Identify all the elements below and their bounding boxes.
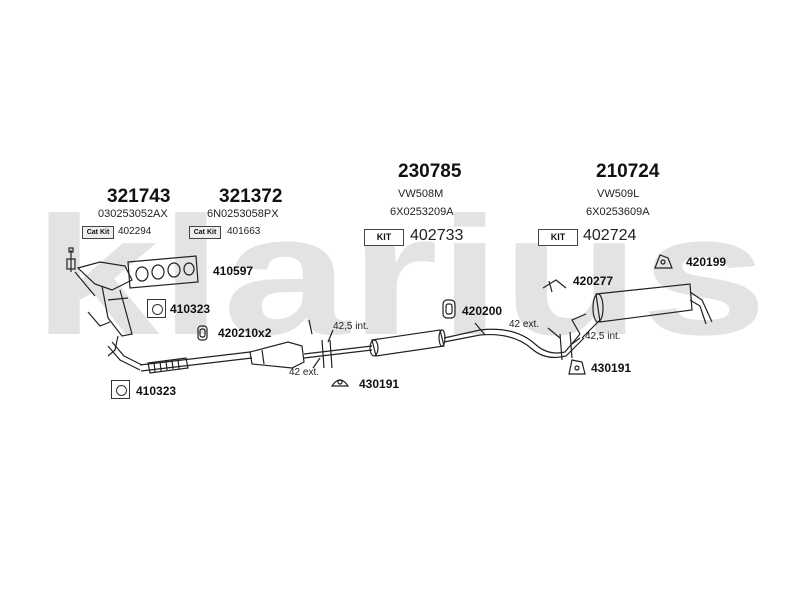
- manifold-gasket-icon: [127, 255, 199, 289]
- part-code-230785: 6X0253209A: [390, 206, 454, 218]
- catkit-number-401663: 401663: [227, 226, 261, 237]
- part-label-410323-upper: 410323: [170, 302, 211, 316]
- oxygen-sensor-icon: [66, 247, 76, 272]
- part-number-210724: 210724: [596, 161, 660, 182]
- kit-badge-1: KIT: [364, 229, 404, 246]
- gasket-410323a-icon: [147, 299, 166, 318]
- manifold-catalyst-icon: [74, 261, 133, 357]
- joint-marks: [308, 319, 573, 369]
- part-label-410597: 410597: [213, 264, 254, 278]
- part-code-321743: 030253052AX: [98, 208, 168, 220]
- catalytic-converter-icon: [249, 341, 305, 369]
- part-label-420277: 420277: [573, 274, 614, 288]
- part-label-420210: 420210x2: [218, 326, 272, 340]
- kit-number-402724: 402724: [583, 227, 637, 244]
- annotation-42-ext-right: 42 ext.: [509, 319, 540, 330]
- annotation-42-5-int-left: 42,5 int.: [333, 321, 369, 332]
- catkit-number-402294: 402294: [118, 226, 152, 237]
- gasket-410323b-icon: [111, 380, 130, 399]
- part-label-420200: 420200: [462, 304, 503, 318]
- hanger-420210-icon: [197, 325, 208, 341]
- model-vw508m: VW508M: [398, 188, 444, 200]
- bracket-420277-icon: [542, 279, 567, 293]
- annotation-42-5-int-right: 42,5 int.: [585, 331, 621, 342]
- part-code-321372: 6N0253058PX: [207, 208, 279, 220]
- part-code-210724: 6X0253609A: [586, 206, 650, 218]
- part-label-430191-left: 430191: [359, 377, 400, 391]
- part-label-410323-lower: 410323: [136, 384, 177, 398]
- part-label-420199: 420199: [686, 255, 727, 269]
- catkit-badge-1: Cat Kit: [82, 226, 114, 239]
- part-number-230785: 230785: [398, 161, 462, 182]
- part-label-430191-right: 430191: [591, 361, 632, 375]
- clamp-430191a-icon: [330, 379, 350, 387]
- clamp-430191b-icon: [568, 359, 586, 375]
- kit-badge-2: KIT: [538, 229, 578, 246]
- intermediate-pipe-icon: [443, 322, 585, 359]
- middle-silencer-icon: [369, 329, 446, 357]
- catkit-badge-2: Cat Kit: [189, 226, 221, 239]
- annotation-42-ext-left: 42 ext.: [289, 367, 320, 378]
- hanger-420200-icon: [442, 299, 456, 319]
- model-vw509l: VW509L: [597, 188, 640, 200]
- front-pipe-icon: [107, 341, 253, 372]
- flex-pipe-icon: [147, 357, 189, 374]
- rear-silencer-icon: [571, 283, 713, 339]
- kit-number-402733: 402733: [410, 227, 464, 244]
- part-number-321743: 321743: [107, 186, 171, 207]
- part-number-321372: 321372: [219, 186, 283, 207]
- hanger-420199-icon: [654, 254, 673, 269]
